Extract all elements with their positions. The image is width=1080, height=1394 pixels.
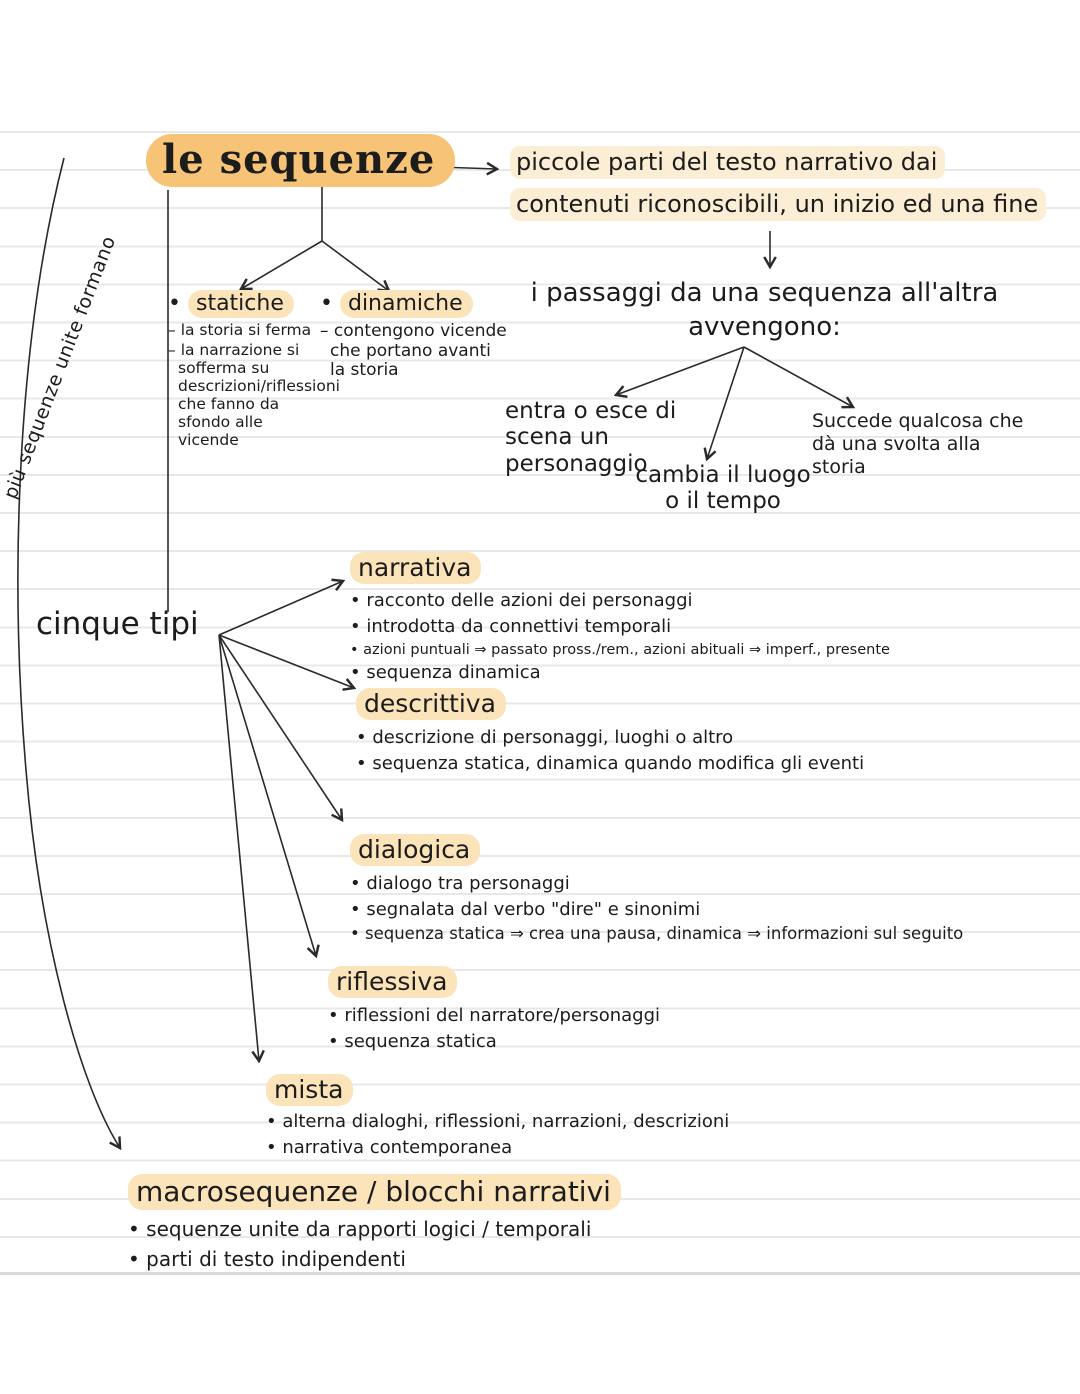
narrativa-bullet: introdotta da connettivi temporali	[350, 616, 910, 639]
mista-bullet: alterna dialoghi, riflessioni, narrazion…	[266, 1111, 786, 1134]
narrativa-label: narrativa	[350, 552, 910, 584]
type-riflessiva: riflessiva riflessioni del narratore/per…	[328, 966, 748, 1056]
transition-case-1: entra o esce di scena un personaggio	[505, 398, 677, 477]
definition-line-2: contenuti riconoscibili, un inizio ed un…	[510, 188, 1047, 221]
riflessiva-bullet: riflessioni del narratore/personaggi	[328, 1005, 748, 1028]
narrativa-bullet: azioni puntuali ⇒ passato pross./rem., a…	[350, 641, 910, 659]
dialogica-bullet: dialogo tra personaggi	[350, 873, 970, 896]
descrittiva-bullet: sequenza statica, dinamica quando modifi…	[356, 753, 886, 776]
narrativa-bullet: racconto delle azioni dei personaggi	[350, 590, 910, 613]
statiche-detail: la narrazione si sofferma su descrizioni…	[168, 341, 340, 450]
mista-bullet: narrativa contemporanea	[266, 1137, 786, 1160]
five-types-label: cinque tipi	[36, 606, 199, 642]
statiche-detail: la storia si ferma	[168, 321, 326, 340]
statiche-label: statiche	[168, 290, 326, 318]
type-dialogica: dialogica dialogo tra personaggi segnala…	[350, 834, 970, 948]
transition-case-2: cambia il luogo o il tempo	[635, 462, 811, 515]
macrosequences-label: macrosequenze / blocchi narrativi	[128, 1174, 688, 1210]
branch-dinamiche: dinamiche contengono vicende che portano…	[320, 290, 510, 383]
macrosequences-block: macrosequenze / blocchi narrativi sequen…	[128, 1174, 688, 1276]
dialogica-label: dialogica	[350, 834, 970, 866]
dinamiche-detail: contengono vicende che portano avanti la…	[320, 321, 510, 381]
side-note-rotated: più sequenze unite formano	[0, 232, 121, 502]
mista-label: mista	[266, 1074, 786, 1106]
macrosequences-bullet: parti di testo indipendenti	[128, 1246, 688, 1272]
type-mista: mista alterna dialoghi, riflessioni, nar…	[266, 1074, 786, 1162]
riflessiva-bullet: sequenza statica	[328, 1031, 748, 1054]
page-title: le sequenze	[146, 134, 456, 187]
descrittiva-label: descrittiva	[356, 688, 886, 720]
definition-line-1: piccole parti del testo narrativo dai	[510, 146, 946, 179]
transitions-heading: i passaggi da una sequenza all'altra avv…	[530, 278, 999, 342]
narrativa-bullet: sequenza dinamica	[350, 662, 910, 685]
transition-case-3: Succede qualcosa che dà una svolta alla …	[812, 410, 1024, 478]
macrosequences-bullet: sequenze unite da rapporti logici / temp…	[128, 1216, 688, 1242]
type-narrativa: narrativa racconto delle azioni dei pers…	[350, 552, 910, 688]
type-descrittiva: descrittiva descrizione di personaggi, l…	[356, 688, 886, 778]
branch-statiche: statiche la storia si ferma la narrazion…	[168, 290, 340, 452]
dialogica-bullet: segnalata dal verbo "dire" e sinonimi	[350, 899, 970, 922]
dinamiche-label: dinamiche	[320, 290, 510, 318]
title-highlight: le sequenze	[146, 134, 456, 187]
descrittiva-bullet: descrizione di personaggi, luoghi o altr…	[356, 727, 886, 750]
dialogica-bullet: sequenza statica ⇒ crea una pausa, dinam…	[350, 924, 970, 945]
riflessiva-label: riflessiva	[328, 966, 748, 998]
